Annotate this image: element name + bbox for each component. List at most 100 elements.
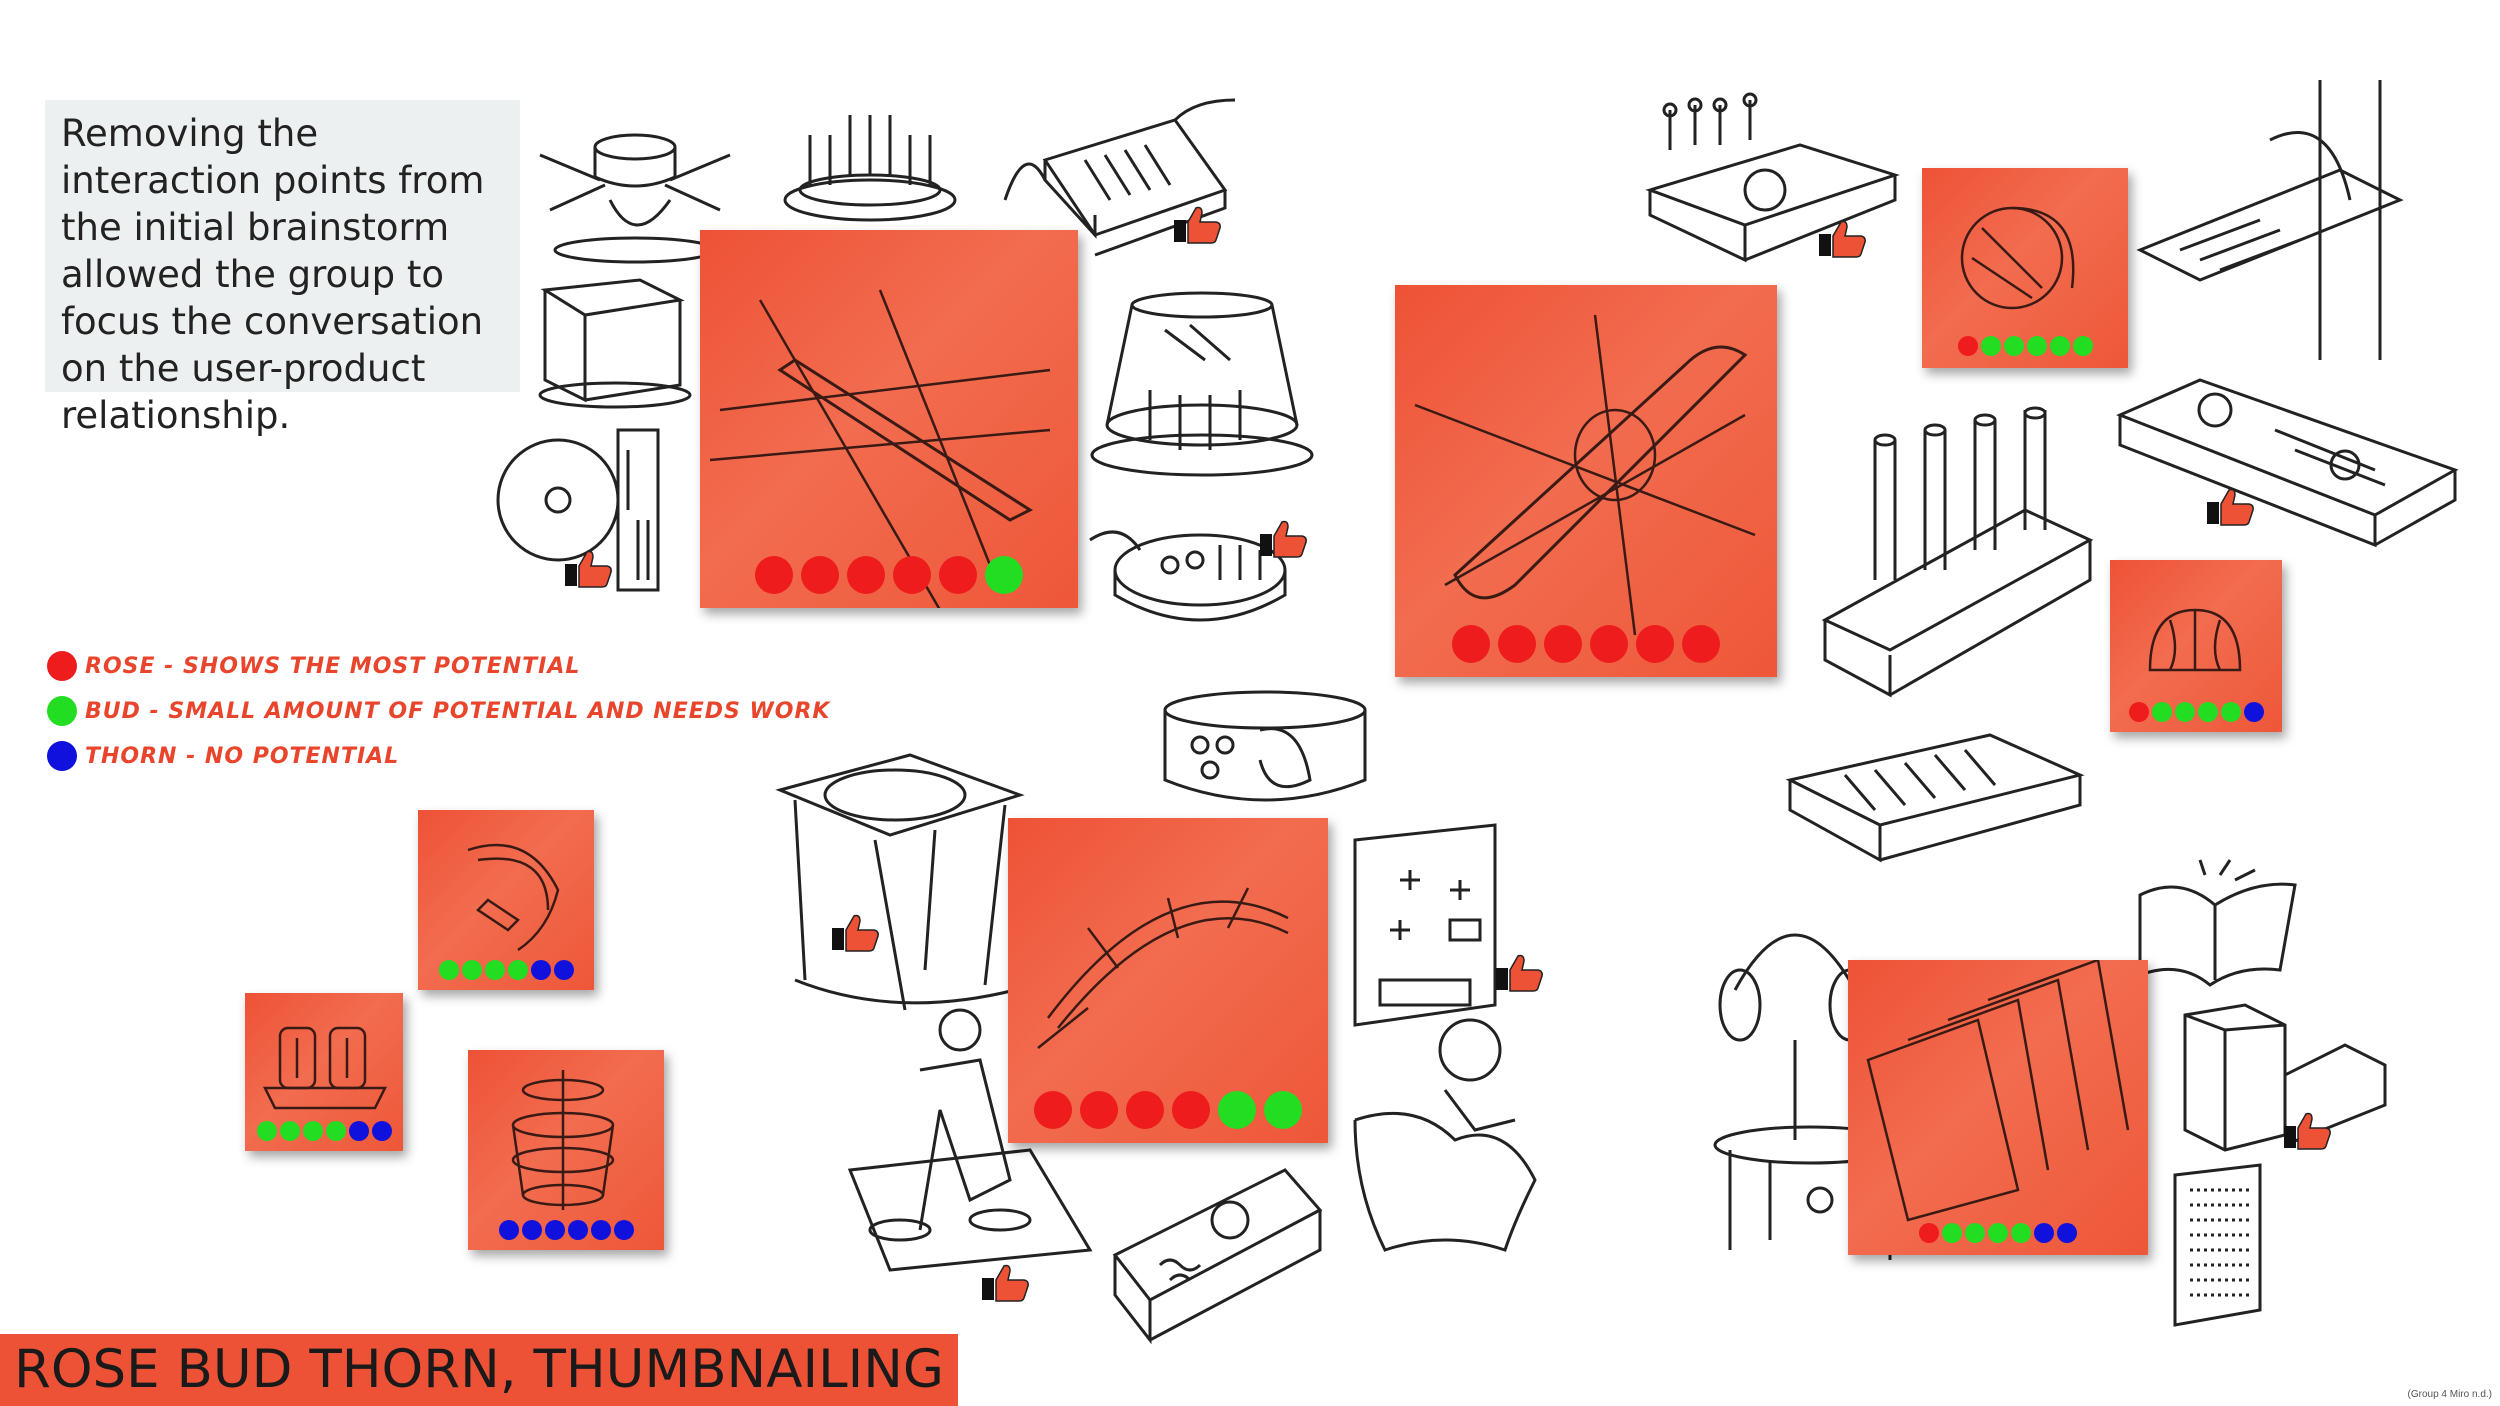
- rose-rating-dot: [893, 556, 931, 594]
- thumbs-up-icon: [1494, 952, 1546, 992]
- bud-rating-dot: [1264, 1091, 1302, 1129]
- bud-rating-dot: [279, 1121, 300, 1141]
- sketch-slider-tray: [1785, 725, 2085, 870]
- rose-rating-dot: [1919, 1223, 1939, 1243]
- sketch-foot-pad: [840, 1008, 1093, 1272]
- bud-rating-dot: [438, 960, 459, 980]
- page-title: ROSE BUD THORN, THUMBNAILING: [0, 1334, 958, 1406]
- thorn-rating-dot: [498, 1220, 519, 1240]
- sketch-record-player: [488, 420, 668, 600]
- sketch-stool: [775, 750, 1025, 1020]
- bud-rating-dot: [2049, 336, 2070, 356]
- note-panel-stack: [1848, 960, 2148, 1255]
- rating-dots: [700, 556, 1078, 594]
- thorn-rating-dot: [613, 1220, 634, 1240]
- rating-dots: [2110, 702, 2282, 722]
- thorn-rating-dot: [2057, 1223, 2077, 1243]
- rose-rating-dot: [1957, 336, 1978, 356]
- bud-rating-dot: [2151, 702, 2172, 722]
- rose-rating-dot: [1544, 625, 1582, 663]
- thorn-rating-dot: [567, 1220, 588, 1240]
- note-track: [700, 230, 1078, 608]
- note-squeeze-ball: [2110, 560, 2282, 732]
- thumbs-up-icon: [2282, 1110, 2334, 1150]
- bud-rating-dot: [1988, 1223, 2008, 1243]
- sketch-book: [2135, 855, 2300, 987]
- rose-rating-dot: [1498, 625, 1536, 663]
- intro-caption: Removing the interaction points from the…: [45, 100, 520, 437]
- bud-rating-dot: [2011, 1223, 2031, 1243]
- bud-rating-dot: [2174, 702, 2195, 722]
- rating-dots: [1008, 1091, 1328, 1129]
- rose-rating-dot: [1080, 1091, 1118, 1129]
- sketch-wall-slider: [2120, 80, 2410, 360]
- legend-thorn-dot: [47, 741, 77, 771]
- bud-rating-dot: [2026, 336, 2047, 356]
- rose-rating-dot: [801, 556, 839, 594]
- rating-dots: [1395, 625, 1777, 663]
- legend-rose-dot: [47, 651, 77, 681]
- bud-rating-dot: [325, 1121, 346, 1141]
- rose-rating-dot: [1682, 625, 1720, 663]
- thorn-rating-dot: [348, 1121, 369, 1141]
- rose-rating-dot: [1126, 1091, 1164, 1129]
- note-rotate-dial: [1922, 168, 2128, 368]
- note-crank-wheel: [418, 810, 594, 990]
- note-twin-cylinders: [245, 993, 403, 1151]
- sketch-knob-console: [2115, 375, 2460, 555]
- thorn-rating-dot: [371, 1121, 392, 1141]
- rose-rating-dot: [1172, 1091, 1210, 1129]
- sketch-turntable: [1640, 92, 1900, 265]
- rating-dots: [418, 960, 594, 980]
- bud-rating-dot: [507, 960, 528, 980]
- bud-rating-dot: [2003, 336, 2024, 356]
- bud-rating-dot: [2197, 702, 2218, 722]
- sketch-drum: [1090, 290, 1315, 477]
- thorn-rating-dot: [553, 960, 574, 980]
- legend-thorn-label: Thorn - no potential: [85, 743, 400, 769]
- note-collapsible-lantern: [468, 1050, 664, 1250]
- rating-dots: [245, 1121, 403, 1141]
- sketch-touch-wall: [1350, 820, 1510, 1030]
- legend-bud: Bud - small amount of potential and need…: [47, 694, 830, 728]
- thorn-rating-dot: [2243, 702, 2264, 722]
- legend-rose: Rose - shows the most potential: [47, 649, 580, 683]
- bud-rating-dot: [1980, 336, 2001, 356]
- rose-rating-dot: [1034, 1091, 1072, 1129]
- rose-rating-dot: [2128, 702, 2149, 722]
- sketch-tube-tray: [780, 105, 960, 225]
- bud-rating-dot: [461, 960, 482, 980]
- thumbs-up-icon: [1258, 518, 1310, 558]
- rating-dots: [468, 1220, 664, 1240]
- rose-rating-dot: [847, 556, 885, 594]
- bud-rating-dot: [2220, 702, 2241, 722]
- thorn-rating-dot: [530, 960, 551, 980]
- source-credit: (Group 4 Miro n.d.): [2407, 1389, 2492, 1400]
- bud-rating-dot: [1942, 1223, 1962, 1243]
- bud-rating-dot: [484, 960, 505, 980]
- legend-thorn: Thorn - no potential: [47, 739, 399, 773]
- bud-rating-dot: [985, 556, 1023, 594]
- sketch-slider-board: [1003, 98, 1236, 257]
- rating-dots: [1922, 336, 2128, 356]
- bud-rating-dot: [1218, 1091, 1256, 1129]
- thumbs-up-icon: [830, 912, 882, 952]
- bud-rating-dot: [302, 1121, 323, 1141]
- sketch-dot-panel: [2170, 1160, 2270, 1330]
- thorn-rating-dot: [521, 1220, 542, 1240]
- sketch-cube: [530, 270, 700, 410]
- bud-rating-dot: [256, 1121, 277, 1141]
- thumbs-up-icon: [1172, 204, 1224, 244]
- legend-rose-label: Rose - shows the most potential: [85, 653, 581, 679]
- sketch-radio: [1110, 1165, 1325, 1345]
- thorn-rating-dot: [544, 1220, 565, 1240]
- note-knob-slider: [1395, 285, 1777, 677]
- thumbs-up-icon: [563, 548, 615, 588]
- thorn-rating-dot: [590, 1220, 611, 1240]
- sketch-pod: [1150, 690, 1380, 810]
- legend-bud-dot: [47, 696, 77, 726]
- rose-rating-dot: [1590, 625, 1628, 663]
- legend-bud-label: Bud - small amount of potential and need…: [85, 698, 831, 724]
- note-arc-handle: [1008, 818, 1328, 1143]
- sketch-dial-pad: [1089, 510, 1290, 630]
